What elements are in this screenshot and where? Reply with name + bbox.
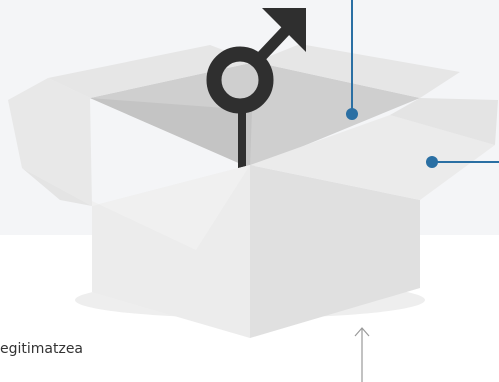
caption-text: egitimatzea xyxy=(0,341,83,357)
up-arrow-icon xyxy=(355,328,369,382)
